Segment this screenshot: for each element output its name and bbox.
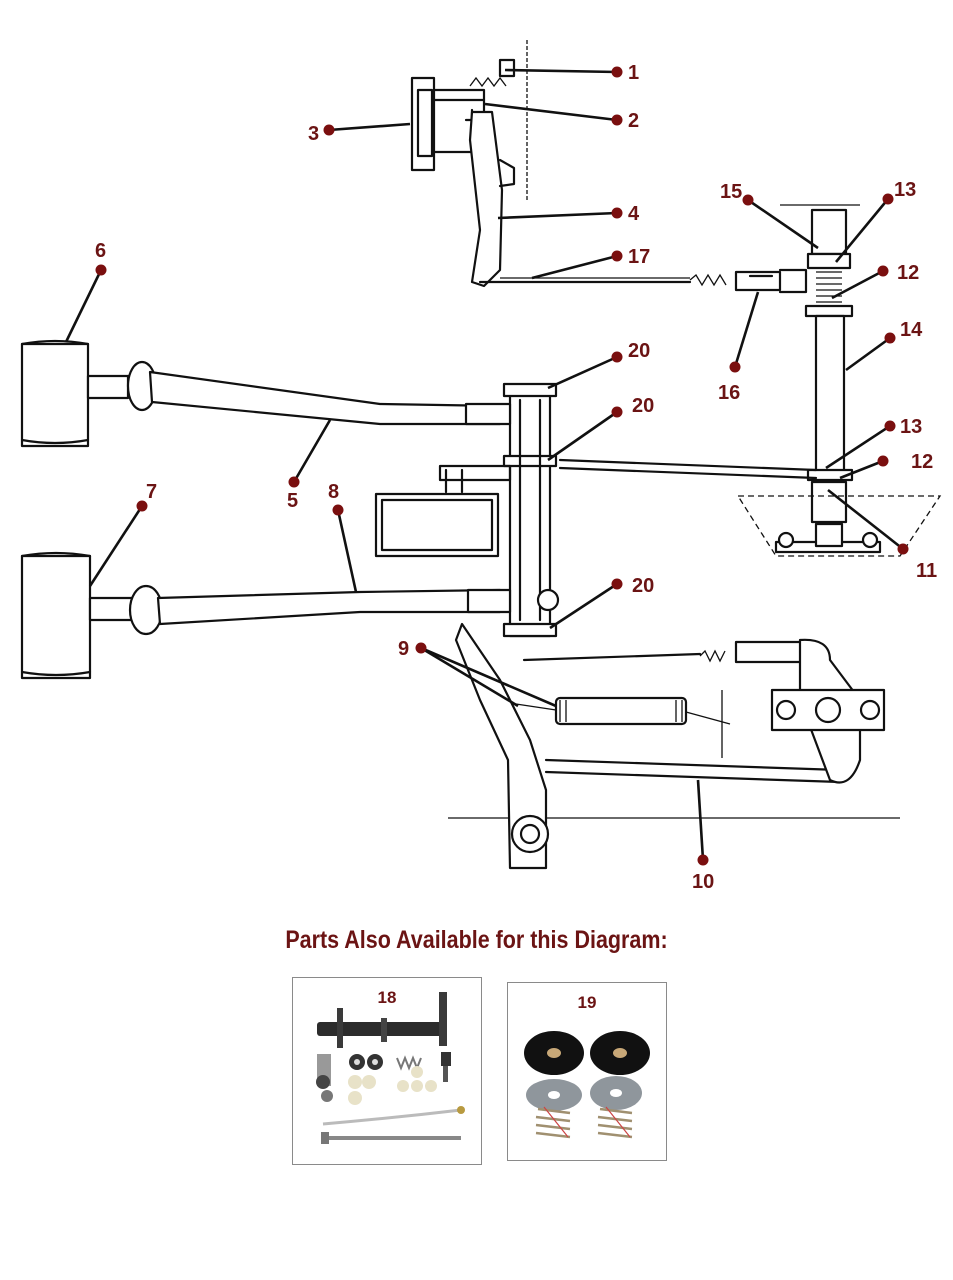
pedal-shaft-housing <box>374 382 560 638</box>
master-cylinder-bracket <box>410 40 528 288</box>
callout-6: 6 <box>95 240 106 262</box>
callout-13-upper: 13 <box>894 179 916 201</box>
callout-5: 5 <box>287 490 298 512</box>
leader-lines <box>64 68 904 861</box>
callout-3: 3 <box>308 123 319 145</box>
cross-rod <box>558 458 818 480</box>
callout-11: 11 <box>916 560 937 582</box>
lower-linkage <box>448 622 900 870</box>
parts-section-title: Parts Also Available for this Diagram: <box>285 926 668 954</box>
callout-1: 1 <box>628 62 639 84</box>
part-18-card[interactable]: 18 <box>292 977 482 1165</box>
part-19-number: 19 <box>577 993 597 1012</box>
callout-13-lower: 13 <box>900 416 922 438</box>
callout-8: 8 <box>328 481 339 503</box>
callout-10: 10 <box>692 871 714 893</box>
callout-4: 4 <box>628 203 640 225</box>
callout-20-middle: 20 <box>632 395 654 417</box>
callout-20-top: 20 <box>628 340 650 362</box>
part-18-image <box>316 992 465 1144</box>
callout-16: 16 <box>718 382 740 404</box>
part-19-image <box>524 1031 650 1139</box>
part-18-number: 18 <box>377 988 397 1007</box>
callout-20-bottom: 20 <box>632 575 654 597</box>
lower-pedal-assembly <box>20 551 502 680</box>
callout-12-lower: 12 <box>911 451 933 473</box>
callout-2: 2 <box>628 110 639 132</box>
callout-15: 15 <box>720 181 742 203</box>
callout-labels: 1 2 3 4 5 6 7 8 9 10 11 12 12 13 13 14 1… <box>95 62 937 893</box>
callout-9: 9 <box>398 638 409 660</box>
upper-pedal-assembly <box>20 339 502 448</box>
callout-7: 7 <box>146 481 157 503</box>
part-19-card[interactable]: 19 <box>507 982 667 1161</box>
callout-12-upper: 12 <box>897 262 919 284</box>
callout-dots <box>95 66 909 866</box>
cross-shaft-vertical <box>736 204 942 557</box>
callout-17: 17 <box>628 246 650 268</box>
pedal-linkage-diagram: 1 2 3 4 5 6 7 8 9 10 11 12 12 13 13 14 1… <box>20 40 942 893</box>
pedal-push-rod <box>478 268 808 294</box>
callout-14: 14 <box>900 319 923 341</box>
